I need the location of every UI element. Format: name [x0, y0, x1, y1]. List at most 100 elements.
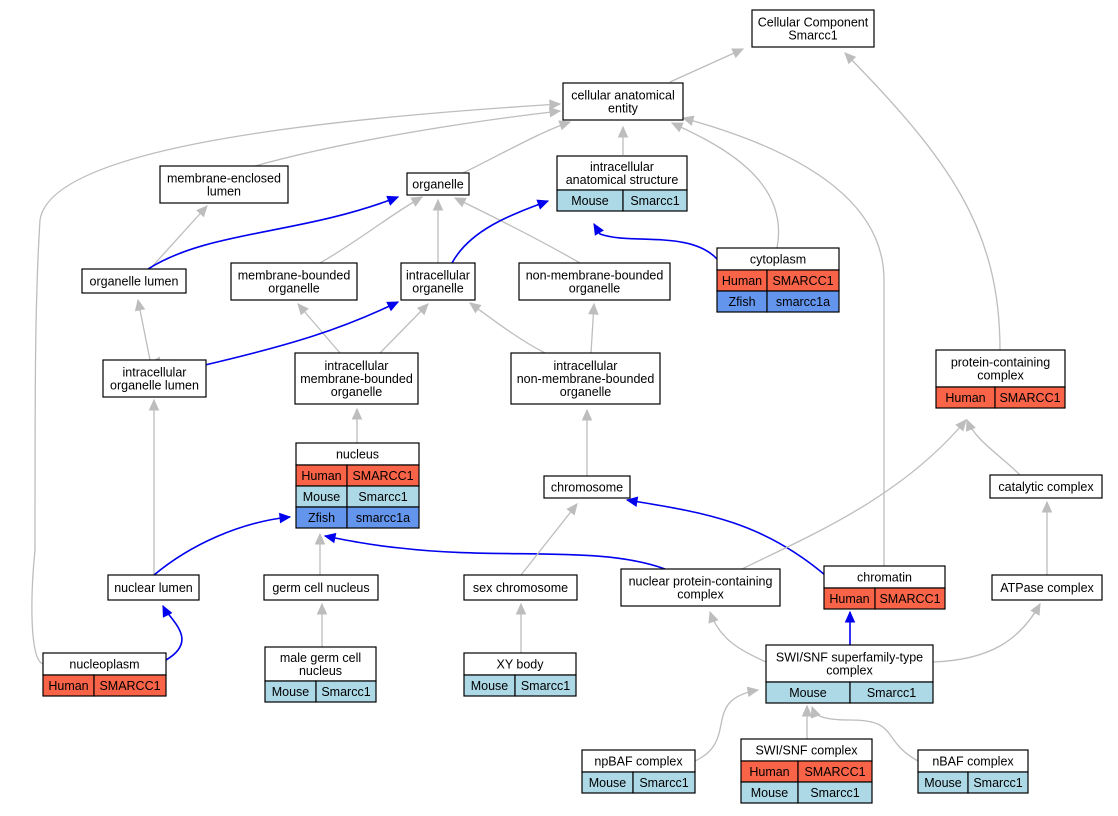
gene-symbol: Smarcc1 [639, 776, 688, 790]
node-label-line: complex [977, 369, 1024, 383]
node-header-box [263, 574, 379, 601]
edge-line [147, 196, 399, 270]
edge-npcc-to-pcc [741, 419, 967, 570]
gene-symbol: Smarcc1 [358, 490, 407, 504]
node-label-line: cytoplasm [750, 253, 806, 267]
node-header-box [406, 172, 470, 196]
edge-ias-to-cae [617, 125, 629, 155]
edge-swisnf-to-chromat [844, 610, 856, 645]
node-label-line: nuclear protein-containing [629, 575, 773, 589]
node-label-line: organelle [412, 282, 463, 296]
node-label-line: intracellular [123, 366, 187, 380]
node-label-line: organelle lumen [90, 275, 179, 289]
node-label-line: nucleoplasm [69, 658, 139, 672]
edge-line [204, 301, 399, 366]
arrowhead [1030, 602, 1041, 616]
gene-symbol: Smarcc1 [521, 679, 570, 693]
node-atpc[interactable]: ATPase complex [991, 574, 1103, 601]
edge-line [297, 303, 341, 354]
arrowhead [148, 398, 160, 411]
node-sexc[interactable]: sex chromosome [463, 574, 578, 601]
node-header-box [751, 9, 875, 48]
edge-cae-to-cc [669, 48, 745, 83]
arrowhead [955, 419, 967, 432]
arrowhead [1041, 500, 1053, 513]
edge-line [694, 689, 759, 762]
arrowhead [548, 106, 562, 118]
arrowhead [625, 496, 639, 507]
node-catc[interactable]: catalytic complex [989, 474, 1103, 499]
node-header-box [991, 574, 1103, 601]
edge-orglum-to-mel [149, 205, 208, 270]
arrowhead [453, 197, 467, 208]
gene-symbol: SMARCC1 [772, 274, 833, 288]
arrowhead [162, 604, 173, 618]
edge-line [454, 197, 581, 264]
node-nl[interactable]: nuclear lumen [107, 574, 200, 601]
node-label-line: intracellular [406, 269, 470, 283]
node-inmbo[interactable]: intracellularnon-membrane-boundedorganel… [510, 352, 661, 405]
node-label-line: non-membrane-bounded [517, 372, 655, 386]
node-label-line: organelle [412, 178, 463, 192]
gene-cell [346, 506, 420, 529]
node-org[interactable]: organelle [406, 172, 470, 196]
node-header-box [102, 359, 207, 398]
gene-symbol: smarcc1a [776, 295, 830, 309]
edge-line [31, 103, 561, 665]
gene-symbol: Smarcc1 [321, 685, 370, 699]
edge-line [149, 205, 208, 270]
edge-line [593, 223, 718, 260]
edge-nuc-to-imbo [351, 407, 363, 443]
gene-cell [315, 680, 377, 703]
edge-orglum-to-org [147, 195, 400, 270]
arrowhead [965, 418, 976, 432]
node-label-line: membrane-enclosed [167, 172, 281, 186]
edge-swisnf-to-atpc [932, 602, 1041, 663]
edge-iol-to-io [204, 301, 400, 366]
edge-swisnf-to-npcc [708, 610, 767, 663]
species-name: Mouse [471, 679, 509, 693]
edge-inmbo-to-io [469, 302, 546, 354]
node-label-line: lumen [207, 185, 241, 199]
edge-nplasm-to-nl [162, 604, 183, 661]
node-label-line: npBAF complex [594, 755, 683, 769]
node-label-line: anatomical structure [566, 173, 679, 187]
edge-line [932, 603, 1041, 663]
node-chromo[interactable]: chromosome [543, 475, 631, 499]
species-name: Human [48, 679, 88, 693]
arrowhead [536, 199, 550, 210]
species-name: Zfish [308, 511, 335, 525]
node-label-line: male germ cell [280, 651, 361, 665]
node-header-box [543, 475, 631, 499]
species-name: Human [301, 469, 341, 483]
node-gcn[interactable]: germ cell nucleus [263, 574, 379, 601]
arrowhead [558, 120, 572, 131]
edge-line [709, 611, 767, 663]
node-label-line: membrane-bounded [300, 372, 413, 386]
edge-line [469, 302, 546, 354]
node-orglum[interactable]: organelle lumen [81, 268, 187, 294]
